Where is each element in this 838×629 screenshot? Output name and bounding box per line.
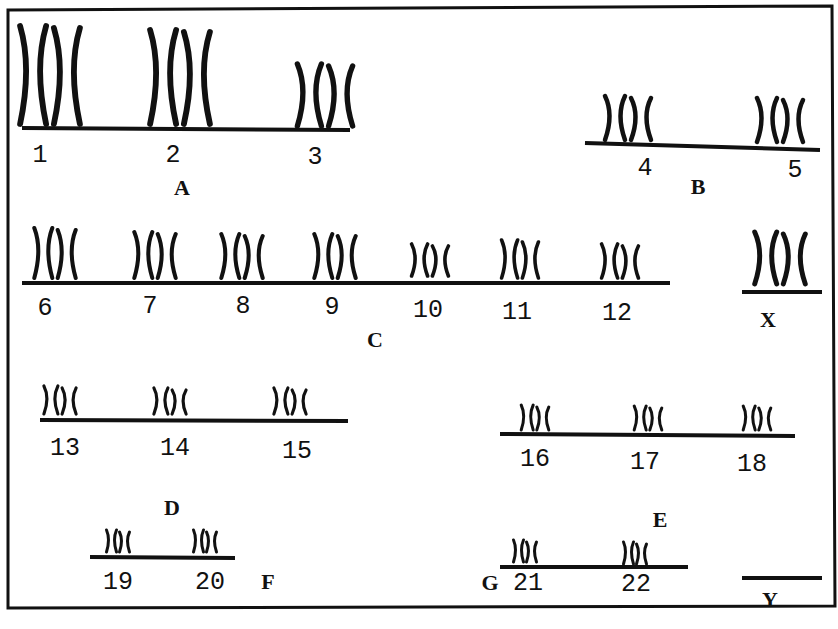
- chromosome-pair: [221, 234, 262, 278]
- chromosome-pair: [297, 64, 352, 126]
- chromosome-number: 21: [513, 571, 543, 596]
- group-letter: G: [481, 572, 498, 594]
- chromosome-number: 6: [37, 296, 52, 321]
- group-rule: [22, 281, 670, 285]
- chromosome-number: 17: [630, 450, 660, 475]
- group-letter: D: [164, 497, 180, 519]
- chromosome-pair: [194, 530, 217, 552]
- group-rule: [742, 290, 822, 294]
- group-rule: [90, 557, 235, 558]
- chromosome-pair: [521, 405, 549, 430]
- chromosome-number: 13: [50, 436, 80, 461]
- chromosome-number: 16: [520, 447, 550, 472]
- chromosome-number: 8: [235, 294, 250, 319]
- group-letter: C: [367, 329, 383, 351]
- chromosome-pair: [514, 540, 537, 562]
- chromosome-number: 2: [165, 143, 180, 168]
- chromosome-number: 7: [142, 294, 157, 319]
- chromosome-pair: [757, 98, 803, 142]
- chromosome-pair: [634, 406, 662, 430]
- chromosome-number: 18: [737, 452, 767, 477]
- chromosome-pair: [154, 388, 186, 414]
- chromosome-pair: [134, 232, 175, 278]
- chromosome-pair: [412, 244, 449, 276]
- chromosome-number: 1: [32, 143, 47, 168]
- chromosome-pair: [602, 244, 639, 278]
- chromosome-pair: [34, 228, 75, 278]
- chromosomes: [20, 26, 805, 564]
- chromosome-pair: [743, 406, 771, 430]
- chromosome-number: 5: [787, 158, 802, 183]
- group-letter: Y: [762, 589, 778, 611]
- group-letter: X: [760, 309, 776, 331]
- chromosome-pair: [107, 530, 130, 552]
- group-rule: [500, 565, 688, 569]
- chromosome-number: 12: [602, 301, 632, 326]
- frame: [8, 6, 835, 608]
- chromosome-number: 10: [413, 298, 443, 323]
- chromosome-pair: [274, 388, 306, 414]
- chromosome-pair: [624, 542, 647, 564]
- chromosome-pair: [605, 96, 651, 140]
- group-rule: [500, 434, 795, 436]
- chromosome-number: 3: [307, 145, 322, 170]
- group-letter: F: [261, 571, 274, 593]
- chromosome-number: 11: [502, 300, 532, 325]
- group-rule: [40, 420, 348, 421]
- group-rule: [742, 576, 822, 580]
- chromosome-number: 22: [621, 572, 651, 597]
- group-rule: [585, 143, 820, 150]
- chromosome-number: 19: [103, 570, 133, 595]
- group-rule: [22, 128, 350, 130]
- chromosome-number: 15: [282, 439, 312, 464]
- chromosome-pair: [150, 30, 210, 124]
- chromosome-pair: [755, 232, 806, 284]
- group-rules: [22, 128, 822, 578]
- chromosome-pair: [44, 386, 76, 414]
- chromosome-pair: [314, 234, 355, 278]
- chromosome-number: 14: [160, 436, 190, 461]
- chromosome-pair: [20, 26, 80, 124]
- chromosome-number: 4: [637, 156, 652, 181]
- chromosome-number: 9: [324, 295, 339, 320]
- group-letter: B: [691, 176, 706, 198]
- chromosome-pair: [502, 240, 539, 278]
- group-letter: A: [174, 177, 190, 199]
- group-letter: E: [653, 509, 668, 531]
- chromosome-number: 20: [195, 570, 225, 595]
